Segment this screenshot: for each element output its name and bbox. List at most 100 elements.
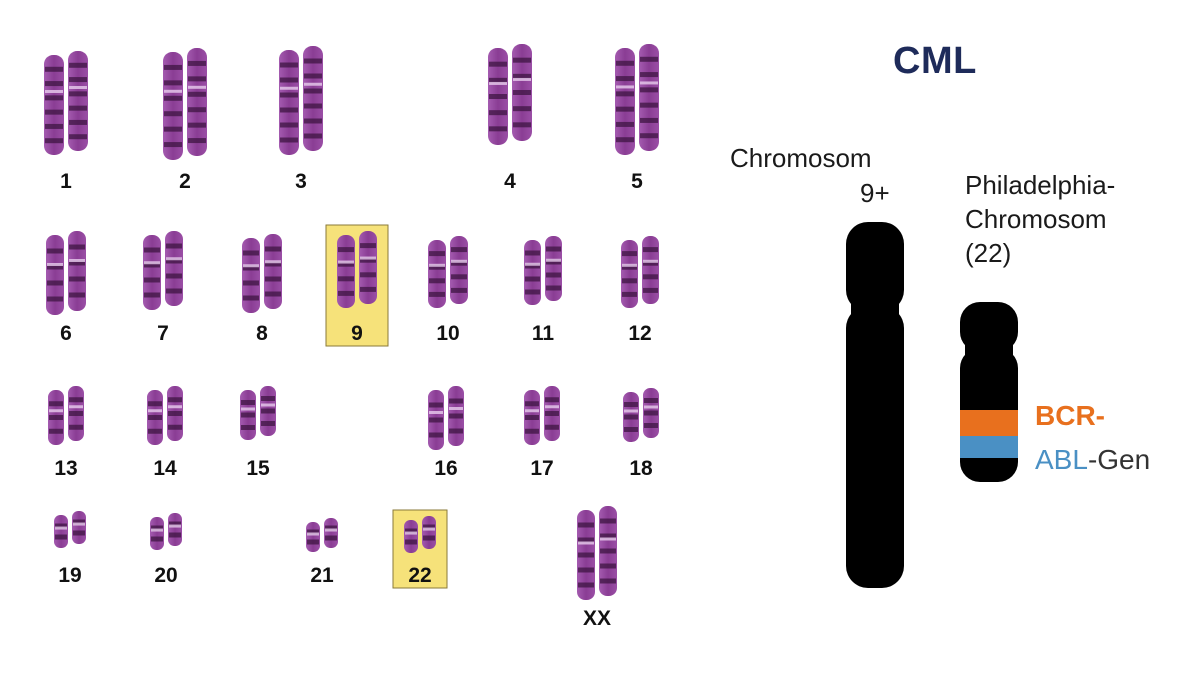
philadelphia-label-line2: Chromosom — [965, 204, 1107, 234]
chromosome-band — [241, 400, 255, 405]
chromosome-band — [616, 76, 634, 82]
chromosome-band — [525, 263, 540, 269]
chromatid — [165, 231, 183, 306]
chromosome-number-label: 17 — [530, 457, 553, 480]
chromosome-band — [168, 424, 182, 430]
chromosome-band — [47, 248, 63, 254]
chromosome-9-label: Chromosom — [730, 143, 872, 173]
chromosome-band — [513, 122, 531, 128]
light-band — [429, 411, 443, 414]
chromosome-band — [640, 87, 658, 93]
chromosome-band — [360, 272, 376, 278]
chromosome-band — [640, 56, 658, 62]
chromosome-pair-2: 2 — [163, 48, 207, 193]
chromosome-band — [45, 109, 63, 115]
light-band — [325, 528, 337, 532]
light-band — [188, 85, 206, 89]
chromatid — [68, 231, 86, 311]
chromosome-pair-11: 11 — [524, 236, 562, 345]
chromosome-band — [69, 134, 87, 140]
chromosome-pair-20: 20 — [150, 513, 182, 587]
chromosome-band — [429, 278, 445, 284]
chromatid — [545, 236, 562, 301]
chromatid — [324, 518, 338, 548]
chromosome-band — [304, 103, 322, 109]
chromosome-band — [45, 95, 63, 101]
chromatid — [642, 236, 659, 304]
chromosome-band — [151, 536, 163, 542]
chromatid — [163, 52, 183, 160]
chromosome-band — [616, 106, 634, 112]
chromosome-band — [45, 123, 63, 129]
light-band — [304, 82, 322, 86]
light-band — [265, 260, 281, 264]
chromosome-band — [360, 286, 376, 292]
abl-gene-label: ABL-Gen — [1035, 444, 1150, 476]
light-band — [47, 263, 63, 266]
chromosome-band — [525, 276, 540, 282]
chromosome-band — [644, 423, 658, 428]
chromosome-band — [280, 92, 298, 98]
chromosome-pair-18: 18 — [623, 388, 659, 480]
chromosome-band — [429, 251, 445, 257]
chromosome-band — [546, 246, 561, 252]
chromosome-band — [166, 273, 182, 279]
light-band — [578, 541, 594, 545]
chromosome-band — [148, 428, 162, 434]
chromosome-number-label: 15 — [246, 457, 270, 480]
bcr-gene-label: BCR- — [1035, 400, 1105, 431]
philadelphia-label-line1: Philadelphia- — [965, 170, 1116, 200]
light-band — [545, 405, 559, 409]
bcr-band — [960, 410, 1018, 436]
chromosome-band — [624, 427, 638, 432]
chromosome-band — [578, 537, 594, 543]
light-band — [69, 405, 83, 409]
light-band — [45, 90, 63, 93]
chromosome-band — [49, 428, 63, 434]
chromosome-number-label: 14 — [153, 457, 177, 480]
light-band — [644, 405, 658, 409]
chromosome-band — [423, 535, 435, 541]
chromosome-band — [489, 94, 507, 99]
chromosome-band — [600, 563, 616, 569]
chromosome-pair-22: 22 — [392, 509, 448, 589]
chromosome-band — [513, 90, 531, 95]
chromosome-band — [49, 401, 63, 407]
light-band — [600, 537, 616, 541]
chromosome-band — [69, 276, 85, 282]
philadelphia-label-line3: (22) — [965, 238, 1012, 268]
chromosome-band — [166, 288, 182, 294]
chromosome-band — [164, 111, 182, 117]
chromosome-band — [513, 57, 531, 63]
light-band — [405, 531, 417, 535]
light-band — [169, 524, 181, 528]
chromosome-band — [304, 133, 322, 139]
chromosome-band — [578, 552, 594, 558]
chromosome-number-label: 6 — [60, 322, 72, 345]
chromosome-band — [265, 261, 281, 267]
chromosome-band — [643, 260, 658, 266]
light-band — [69, 86, 87, 89]
chromatid — [639, 44, 659, 151]
chromosome-band — [451, 274, 467, 280]
chromosome-band — [144, 292, 160, 298]
chromosome-band — [578, 522, 594, 528]
highlight-box — [392, 509, 448, 589]
light-band — [151, 528, 163, 532]
chromosome-band — [69, 105, 87, 111]
light-band — [451, 259, 467, 263]
chromosome-pair-13: 13 — [48, 386, 84, 480]
chromosome-band — [338, 261, 354, 267]
chromosome-band — [451, 287, 467, 293]
chromosome-band — [164, 64, 182, 70]
chromosome-band — [307, 529, 319, 535]
chromosome-band — [144, 277, 160, 283]
chromosome-number-label: 1 — [60, 170, 72, 193]
chromosome-band — [69, 91, 87, 97]
chromosome-band — [489, 110, 507, 116]
chromosome-band — [600, 578, 616, 584]
chromosome-band — [188, 60, 206, 66]
chromosome-number-label: 12 — [628, 322, 651, 345]
chromosome-band — [151, 525, 163, 531]
